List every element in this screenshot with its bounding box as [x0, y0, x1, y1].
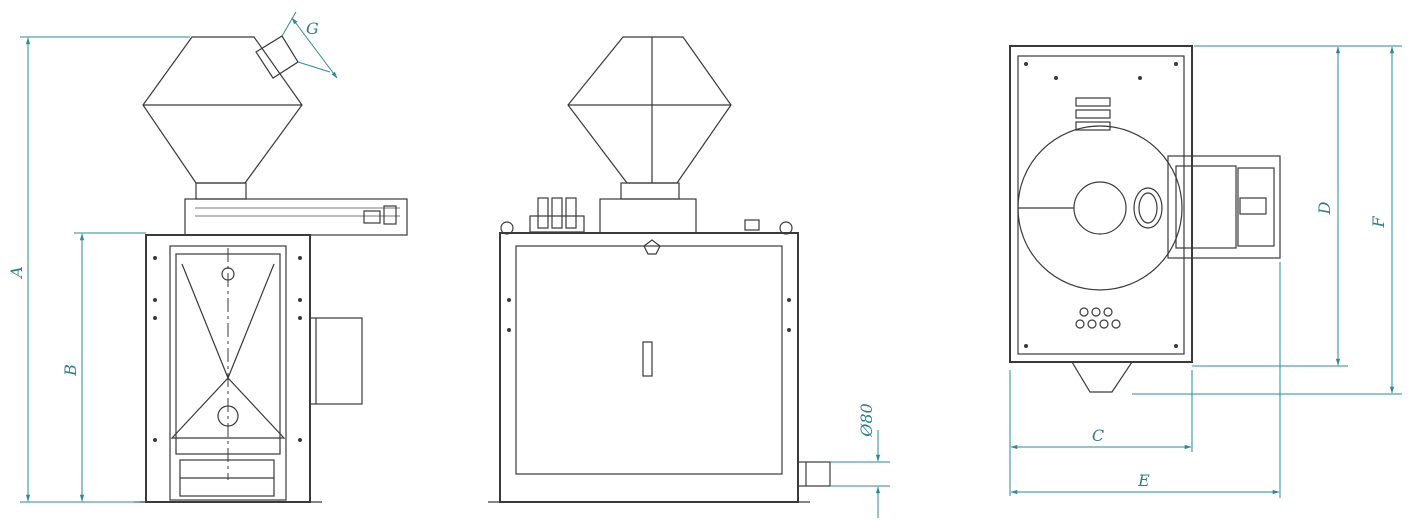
dimension-diameter: Ø80: [830, 403, 890, 518]
dimension-f: F: [1132, 45, 1402, 395]
dimension-f-label: F: [1369, 216, 1388, 229]
dimension-a-label: A: [7, 266, 26, 280]
dimension-c: C: [1009, 370, 1193, 496]
dimension-g-label: G: [306, 19, 319, 38]
dimension-a: A: [7, 36, 190, 503]
dimension-b-label: B: [61, 364, 80, 377]
dimension-e: E: [1010, 262, 1281, 498]
front-view: [488, 36, 831, 503]
dimension-diameter-label: Ø80: [857, 403, 876, 437]
dimension-b: B: [61, 232, 146, 502]
side-control-panel: [184, 198, 408, 236]
front-hopper: [567, 36, 732, 234]
side-hopper: [142, 35, 303, 200]
dimension-g: G: [281, 11, 338, 79]
top-view: [1009, 45, 1281, 393]
front-body: [488, 232, 831, 503]
side-body: [134, 234, 363, 503]
side-view: [134, 35, 408, 503]
dimension-d: D: [1192, 45, 1348, 367]
dimension-c-label: C: [1092, 426, 1104, 445]
dimension-d-label: D: [1315, 201, 1334, 215]
front-valves: [500, 197, 793, 235]
dimension-e-label: E: [1137, 471, 1150, 490]
